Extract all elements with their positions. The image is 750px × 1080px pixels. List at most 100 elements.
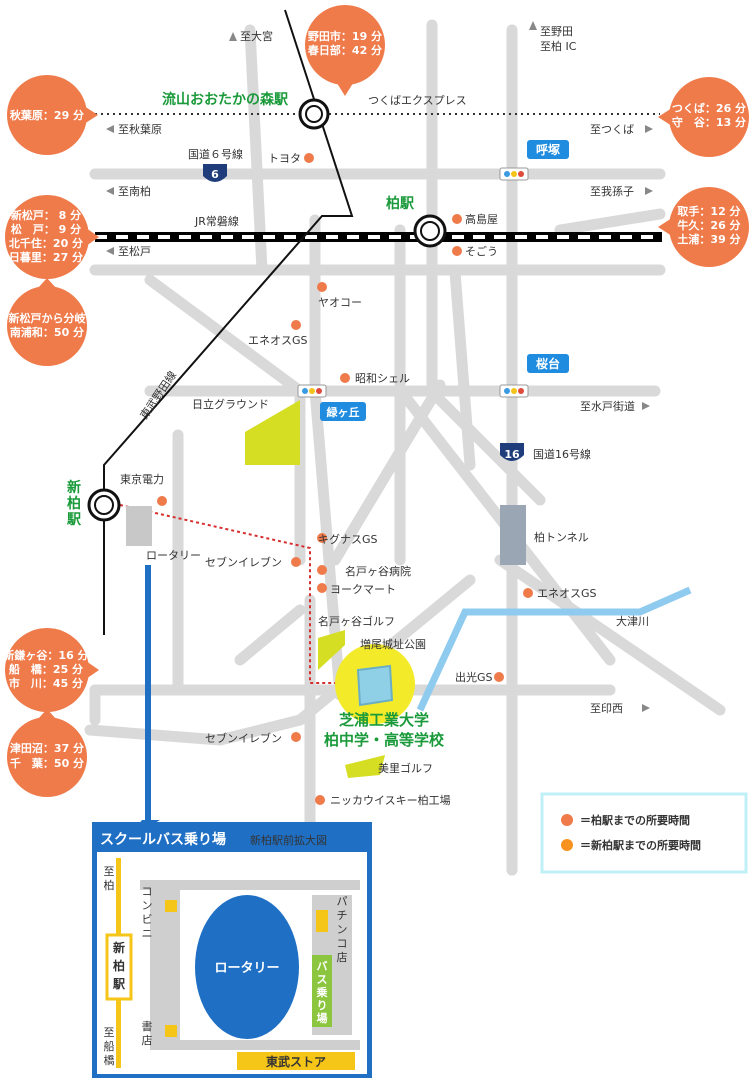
svg-text:乗: 乗 [317, 985, 328, 999]
direction-kashiwa-ic: 至柏 IC [540, 39, 577, 53]
place-toyota: トヨタ [268, 152, 301, 165]
svg-text:書: 書 [142, 1019, 153, 1033]
inset-shinkashiwa-label: 新 柏 駅 [112, 940, 126, 991]
svg-text:柏: 柏 [67, 495, 81, 512]
svg-text:つくば：26 分: つくば：26 分 [672, 101, 746, 115]
line-label-tsukuba-express: つくばエクスプレス [368, 94, 467, 107]
svg-text:駅: 駅 [67, 512, 82, 528]
direction-inzai: 至印西 [590, 702, 623, 715]
svg-text:日暮里：27 分: 日暮里：27 分 [9, 250, 83, 264]
hitachi-ground-area [245, 400, 300, 465]
place-idemitsu: 出光GS [455, 670, 493, 684]
route6-shield-icon: 6 [203, 164, 227, 182]
station-kashiwa[interactable] [413, 214, 447, 248]
inset-rotary-label: ロータリー [214, 961, 279, 976]
inset-title: スクールバス乗り場 [100, 831, 226, 848]
legend-kashiwa: ＝柏駅までの所要時間 [580, 813, 690, 827]
svg-text:船: 船 [104, 1039, 115, 1053]
svg-text:取手：12 分: 取手：12 分 [677, 204, 740, 218]
traffic-signal-icon [499, 384, 529, 398]
inset-subtitle: 新柏駅前拡大図 [250, 833, 327, 847]
svg-text:至: 至 [104, 1026, 115, 1039]
svg-text:緑ヶ丘: 緑ヶ丘 [327, 405, 360, 419]
svg-text:新鎌ヶ谷：16 分: 新鎌ヶ谷：16 分 [3, 648, 88, 662]
line-label-route16: 国道16号線 [533, 447, 591, 461]
place-takashimaya: 高島屋 [465, 212, 498, 226]
line-label-joban: JR常磐線 [194, 214, 239, 228]
bubble-joban-left: 新松戸： 8 分 松 戸： 9 分 北千住：20 分 日暮里：27 分 [5, 195, 99, 279]
place-otsu-river: 大津川 [616, 614, 649, 628]
direction-tsukuba: 至つくば [590, 123, 634, 136]
svg-text:店: 店 [337, 950, 348, 964]
svg-text:土浦：39 分: 土浦：39 分 [677, 232, 740, 246]
direction-mito-kaido: 至水戸街道 [580, 399, 635, 413]
svg-text:呼塚: 呼塚 [536, 142, 560, 157]
inset-bus-stop [312, 955, 332, 1027]
svg-text:バ: バ [317, 960, 328, 973]
svg-text:新: 新 [113, 940, 125, 955]
inset-bookstore-label: 書 店 [142, 1019, 153, 1047]
svg-text:市 川：45 分: 市 川：45 分 [9, 676, 83, 690]
svg-text:春日部：42 分: 春日部：42 分 [308, 43, 382, 57]
place-sogo: そごう [465, 244, 498, 258]
school-building [356, 664, 394, 707]
place-yaoko: ヤオコー [318, 296, 362, 309]
station-label-kashiwa: 柏駅 [386, 195, 415, 212]
inset-to-kashiwa: 至 柏 [104, 865, 115, 892]
svg-text:16: 16 [504, 448, 520, 461]
svg-text:コ: コ [337, 937, 348, 950]
svg-text:南浦和：50 分: 南浦和：50 分 [10, 325, 84, 339]
svg-text:野田市：19 分: 野田市：19 分 [308, 29, 382, 43]
inset-pachinko-label: パ チ ン コ 店 [337, 895, 348, 964]
station-label-shinkashiwa: 新 柏 駅 [67, 479, 82, 528]
place-nadoya-golf: 名戸ヶ谷ゴルフ [318, 614, 395, 628]
kashiwa-tunnel [500, 505, 526, 565]
svg-text:ン: ン [337, 923, 348, 936]
inset-map: スクールバス乗り場 新柏駅前拡大図 新 柏 駅 至 柏 至 船 橋 コ ン [92, 822, 372, 1078]
place-eneos-2: エネオスGS [537, 587, 597, 600]
place-seven-1: セブンイレブン [205, 555, 282, 569]
misato-golf-area [345, 755, 385, 778]
traffic-signal-icon [499, 167, 529, 181]
inset-bus-stop-label: バ ス 乗 り 場 [317, 960, 328, 1025]
svg-text:パ: パ [337, 895, 348, 908]
svg-text:新松戸から分岐: 新松戸から分岐 [9, 311, 87, 325]
svg-text:チ: チ [337, 909, 348, 922]
station-nagareyama[interactable] [298, 98, 330, 130]
direction-noda: 至野田 [540, 25, 573, 38]
svg-text:店: 店 [142, 1033, 153, 1047]
direction-matsudo: 至松戸 [118, 244, 151, 258]
bubble-shinkamagaya: 新鎌ヶ谷：16 分 船 橋：25 分 市 川：45 分 [3, 628, 99, 712]
svg-text:駅: 駅 [112, 977, 126, 991]
svg-text:り: り [317, 999, 328, 1012]
station-shinkashiwa[interactable] [87, 488, 121, 522]
station-label-nagareyama: 流山おおたかの森駅 [162, 91, 289, 108]
svg-text:北千住：20 分: 北千住：20 分 [9, 236, 83, 250]
place-misato-golf: 美里ゴルフ [378, 761, 433, 775]
traffic-signal-icon [297, 384, 327, 398]
direction-arrows [106, 21, 653, 712]
inset-rotary [195, 895, 299, 1039]
svg-text:ス: ス [317, 973, 328, 986]
place-hitachi-ground: 日立グラウンド [192, 397, 269, 411]
place-rotary: ロータリー [146, 549, 201, 562]
nadoya-golf-area [318, 630, 345, 670]
place-kygnus: キグナスGS [318, 532, 378, 546]
svg-text:6: 6 [211, 168, 219, 181]
bubble-joban-right: 取手：12 分 牛久：26 分 土浦：39 分 [658, 187, 749, 267]
school-name-line1: 芝浦工業大学 [339, 711, 429, 729]
place-nikka: ニッカウイスキー柏工場 [330, 793, 451, 807]
svg-text:柏: 柏 [104, 878, 115, 892]
inset-tobu-store: 東武ストア [266, 1054, 326, 1069]
svg-text:千 葉：50 分: 千 葉：50 分 [10, 756, 84, 770]
svg-text:船 橋：25 分: 船 橋：25 分 [9, 662, 83, 676]
signal-label-midorigaoka: 緑ヶ丘 [320, 402, 366, 421]
direction-omiya: 至大宮 [240, 29, 273, 43]
place-nadoya-hospital: 名戸ヶ谷病院 [345, 564, 411, 578]
bubble-noda: 野田市：19 分 春日部：42 分 [305, 5, 385, 96]
bubble-minami-urawa: 新松戸から分岐 南浦和：50 分 [7, 278, 87, 366]
svg-text:ニ: ニ [142, 927, 153, 940]
legend-shinkashiwa: ＝新柏駅までの所要時間 [580, 838, 701, 852]
place-eneos-1: エネオスGS [248, 334, 308, 347]
